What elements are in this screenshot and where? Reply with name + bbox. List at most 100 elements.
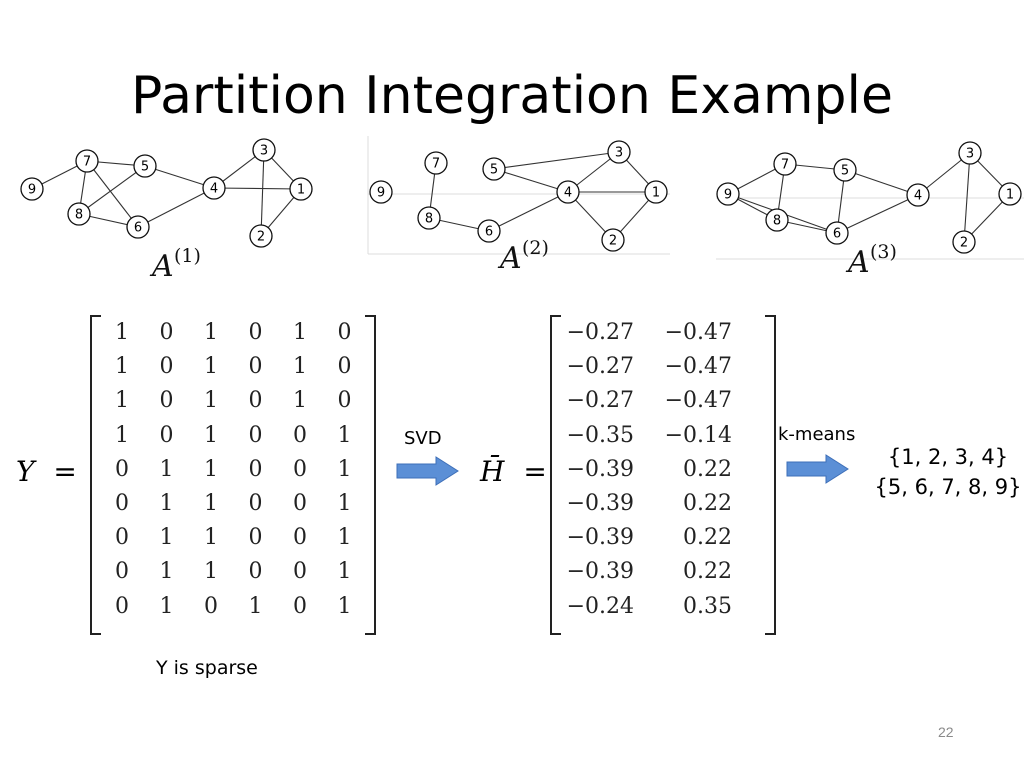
matrix-y-cell: 1 bbox=[204, 525, 218, 551]
node-label: 1 bbox=[652, 186, 660, 201]
graph-1-node-4: 4 bbox=[202, 176, 226, 200]
graph-3-label-sup: (3) bbox=[870, 241, 897, 263]
graph-3-edge-6-4 bbox=[836, 194, 919, 234]
matrix-h-right-bracket bbox=[765, 315, 776, 635]
graph-1-node-8: 8 bbox=[67, 202, 91, 226]
node-circle bbox=[252, 138, 276, 162]
graph-2-node-5: 5 bbox=[482, 157, 506, 181]
matrix-y-cell: 1 bbox=[159, 491, 174, 516]
matrix-y-cell: 0 bbox=[248, 320, 263, 345]
matrix-y-cell: 0 bbox=[293, 422, 307, 448]
matrix-y-cell: 1 bbox=[159, 525, 174, 551]
node-label: 9 bbox=[28, 183, 36, 198]
cluster-1: {1, 2, 3, 4} bbox=[887, 445, 1009, 469]
node-circle bbox=[958, 141, 982, 165]
graph-2-node-6: 6 bbox=[477, 219, 501, 243]
matrix-y-cell: 0 bbox=[115, 525, 129, 551]
node-circle bbox=[424, 151, 448, 175]
matrix-y-cell: 0 bbox=[293, 559, 307, 585]
graph-1-node-3: 3 bbox=[252, 138, 276, 162]
node-circle bbox=[765, 208, 789, 232]
graph-2-label: A bbox=[497, 241, 522, 276]
graph-3-node-1: 1 bbox=[998, 182, 1022, 206]
matrix-y-cell: 1 bbox=[204, 491, 218, 516]
node-circle bbox=[133, 154, 157, 178]
graph-2-edge-5-3 bbox=[493, 151, 620, 170]
graph-3-edge-3-2 bbox=[963, 152, 971, 243]
matrix-y-cell: 1 bbox=[293, 320, 307, 345]
matrix-h: −0.27−0.47−0.27−0.47−0.27−0.47−0.35−0.14… bbox=[550, 315, 776, 635]
matrix-h-cell: −0.39 bbox=[566, 559, 634, 585]
matrix-y-cell: 0 bbox=[248, 422, 263, 448]
matrix-y-cell: 1 bbox=[337, 525, 352, 551]
svd-label: SVD bbox=[404, 428, 442, 449]
matrix-y-cell: 0 bbox=[159, 354, 174, 380]
node-circle bbox=[644, 180, 668, 204]
graph-1-label: A bbox=[149, 249, 174, 284]
matrix-y-cell: 0 bbox=[293, 593, 307, 619]
matrix-h-cell: −0.27 bbox=[566, 354, 634, 380]
node-label: 5 bbox=[141, 160, 149, 175]
y-lhs: Y = bbox=[16, 455, 77, 488]
graph-2-node-9: 9 bbox=[369, 180, 393, 204]
node-label: 3 bbox=[260, 144, 268, 159]
graph-2-node-2: 2 bbox=[601, 228, 625, 252]
matrix-y-cell: 1 bbox=[204, 422, 218, 448]
matrix-y-cell: 1 bbox=[159, 559, 174, 585]
node-label: 2 bbox=[257, 230, 265, 245]
node-label: 7 bbox=[781, 158, 789, 173]
matrix-y-cell: 0 bbox=[159, 422, 174, 448]
matrix-y-cell: 0 bbox=[337, 388, 352, 414]
node-circle bbox=[417, 206, 441, 230]
graph-2-node-1: 1 bbox=[644, 180, 668, 204]
node-label: 3 bbox=[966, 147, 974, 162]
matrix-y-cell: 0 bbox=[337, 320, 352, 345]
matrix-y-cell: 1 bbox=[204, 320, 218, 345]
matrix-h-cell: −0.47 bbox=[664, 320, 732, 345]
node-circle bbox=[75, 149, 99, 173]
matrix-h-cell: −0.39 bbox=[566, 456, 634, 482]
node-label: 8 bbox=[75, 208, 83, 223]
matrix-y-cell: 0 bbox=[204, 593, 218, 619]
graph-3-edge-5-4 bbox=[844, 169, 919, 196]
matrix-h-cell: −0.14 bbox=[664, 422, 732, 448]
y-symbol: Y bbox=[16, 455, 35, 488]
node-circle bbox=[716, 182, 740, 206]
matrix-y-cell: 0 bbox=[248, 456, 263, 482]
graph-3-label: A bbox=[845, 245, 870, 280]
kmeans-label: k-means bbox=[778, 424, 856, 445]
sparse-note: Y is sparse bbox=[156, 657, 258, 679]
matrix-y-cell: 0 bbox=[115, 456, 129, 482]
graph-3-node-5: 5 bbox=[833, 158, 857, 182]
graph-2-edge-6-4 bbox=[488, 191, 569, 232]
matrix-y-cell: 0 bbox=[159, 388, 174, 414]
node-label: 6 bbox=[485, 225, 493, 240]
matrix-y-cell: 1 bbox=[204, 559, 218, 585]
matrix-h-cell: 0.22 bbox=[683, 456, 732, 482]
y-equals: = bbox=[53, 455, 77, 488]
matrix-y-cell: 0 bbox=[115, 593, 129, 619]
matrix-y-cell: 1 bbox=[159, 456, 174, 482]
matrix-y-cell: 0 bbox=[293, 456, 307, 482]
graph-1-node-5: 5 bbox=[133, 154, 157, 178]
graph-3-node-8: 8 bbox=[765, 208, 789, 232]
matrix-h-cell: −0.47 bbox=[664, 354, 732, 380]
node-circle bbox=[289, 177, 313, 201]
node-circle bbox=[20, 177, 44, 201]
graph-2-label-sup: (2) bbox=[522, 237, 549, 259]
node-circle bbox=[67, 202, 91, 226]
node-label: 5 bbox=[841, 164, 849, 179]
graph-2-node-8: 8 bbox=[417, 206, 441, 230]
h-lhs: H̄ = bbox=[480, 455, 547, 488]
node-label: 3 bbox=[615, 146, 623, 161]
node-circle bbox=[825, 221, 849, 245]
node-circle bbox=[477, 219, 501, 243]
matrix-y-cell: 1 bbox=[337, 456, 352, 482]
matrix-y-cell: 0 bbox=[115, 559, 129, 585]
matrix-y-cell: 1 bbox=[337, 422, 352, 448]
h-equals: = bbox=[523, 455, 547, 488]
node-label: 2 bbox=[609, 234, 617, 249]
node-circle bbox=[773, 152, 797, 176]
matrix-h-cell: −0.27 bbox=[566, 320, 634, 345]
matrix-y-cell: 1 bbox=[115, 354, 129, 380]
